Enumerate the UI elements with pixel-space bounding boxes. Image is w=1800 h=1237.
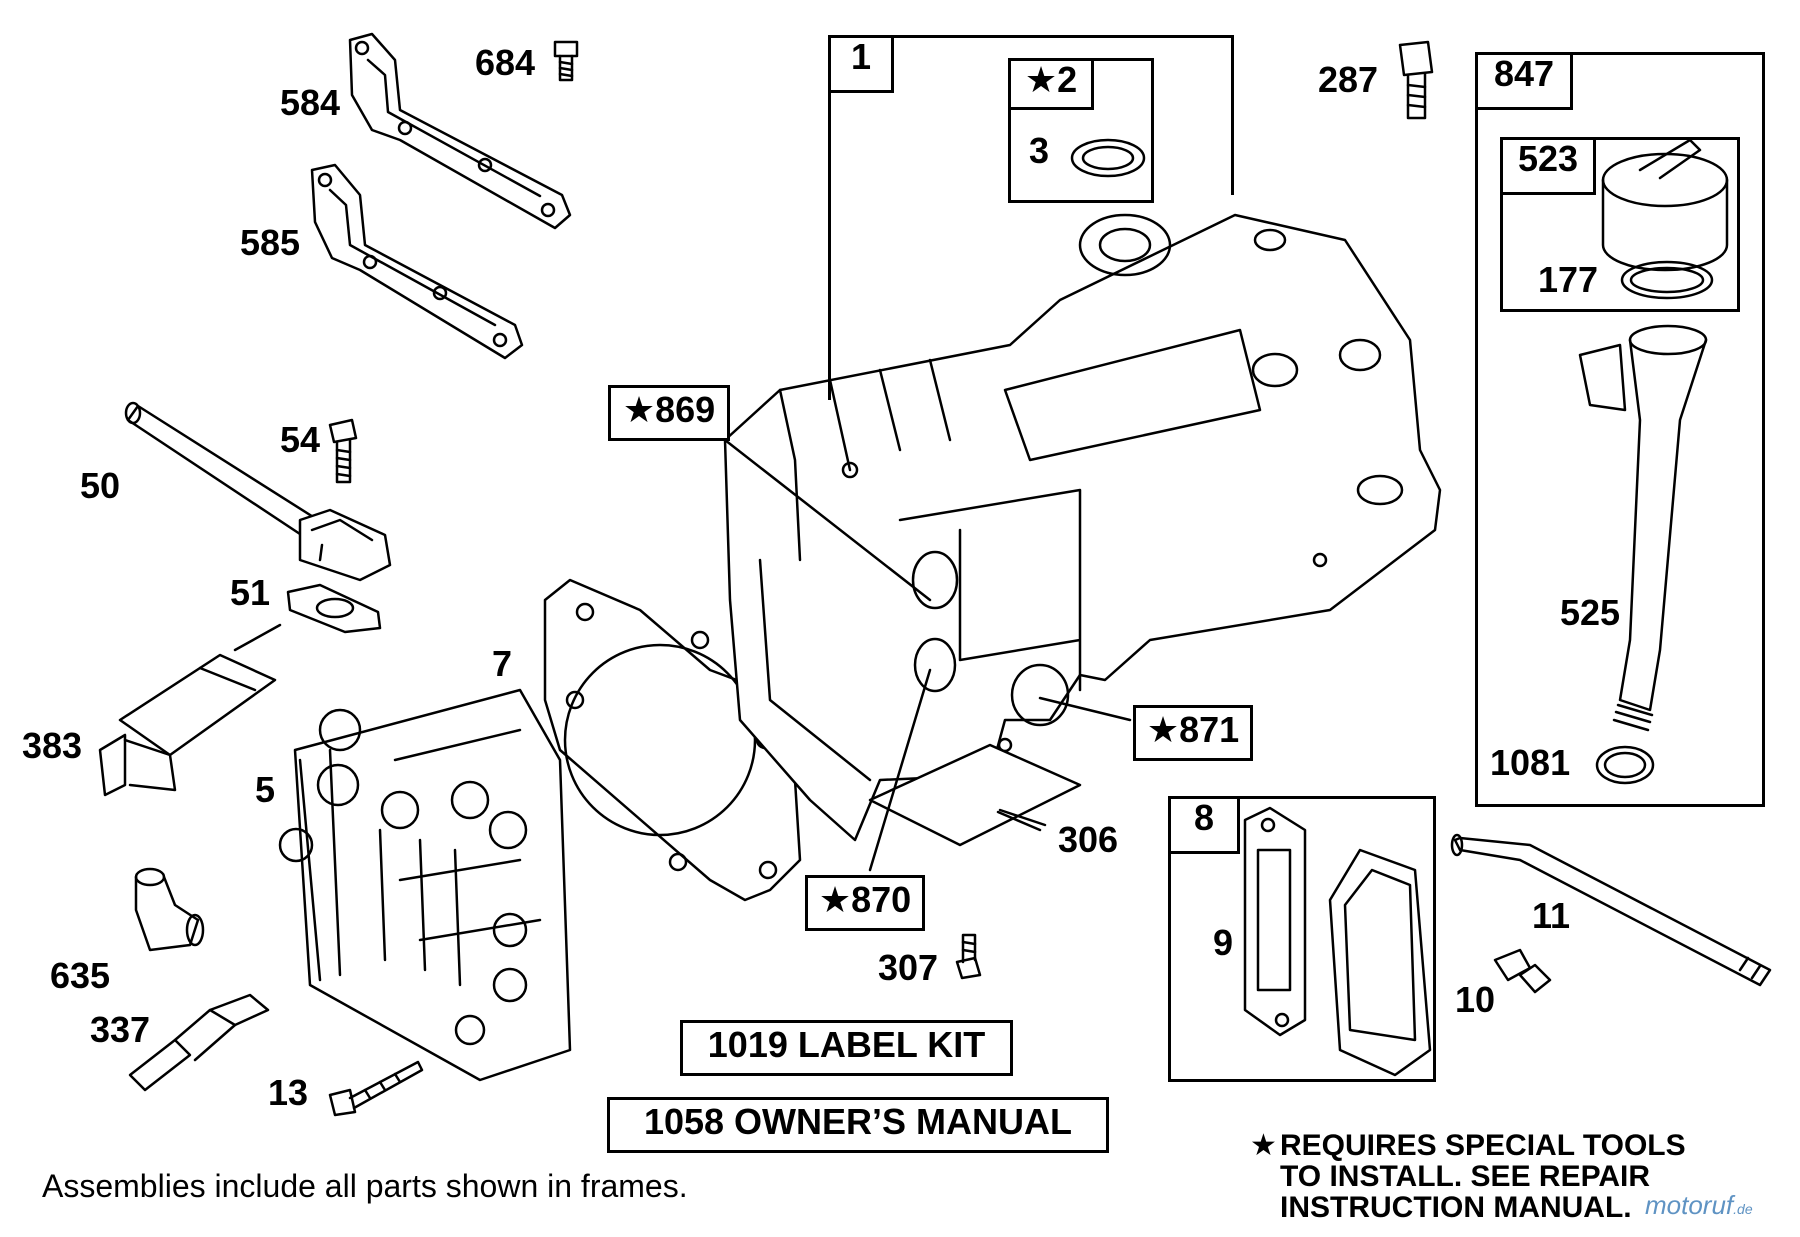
callout-585: 585 <box>240 222 301 263</box>
frame-tag-2: ★2 <box>1008 58 1094 110</box>
dipstick-cap-523-icon <box>1601 138 1729 272</box>
callout-584: 584 <box>280 82 341 123</box>
callout-177: 177 <box>1538 259 1599 300</box>
screw-307-icon <box>955 933 982 980</box>
callout-50: 50 <box>80 465 121 506</box>
frame-tag-1: 1 <box>828 35 894 93</box>
watermark-text: motoruf <box>1645 1190 1734 1220</box>
tube-50-icon <box>124 401 392 582</box>
bolt-54-icon <box>328 418 358 484</box>
dipstick-tube-525-icon <box>1578 324 1708 732</box>
callout-871: ★871 <box>1133 705 1253 761</box>
frame-tag-523: 523 <box>1500 137 1596 195</box>
callout-635: 635 <box>50 955 111 996</box>
frame-crankcase-assembly: 1 <box>828 35 1234 195</box>
callout-306: 306 <box>1058 819 1119 860</box>
gasket-585-icon <box>310 163 524 360</box>
frame-cap-assembly: 523 177 <box>1500 137 1740 312</box>
o-ring-177-icon <box>1620 260 1714 300</box>
label-306-icon <box>868 743 1082 847</box>
bolt-13-icon <box>328 1060 424 1117</box>
callout-13: 13 <box>268 1072 309 1113</box>
cylinder-head-5-icon <box>278 688 572 1082</box>
watermark-tld: .de <box>1733 1201 1753 1217</box>
special-tools-note-line-2: TO INSTALL. SEE REPAIR <box>1280 1160 1651 1193</box>
callout-287: 287 <box>1318 59 1379 100</box>
callout-10: 10 <box>1455 979 1496 1020</box>
gasket-51-icon <box>286 583 382 634</box>
callout-337: 337 <box>90 1009 151 1050</box>
leader-870 <box>868 668 932 872</box>
leader-871 <box>1038 696 1132 722</box>
callout-869: ★869 <box>608 385 730 441</box>
assemblies-footnote: Assemblies include all parts shown in fr… <box>42 1168 688 1204</box>
head-gasket-7-icon <box>543 578 802 902</box>
callout-3: 3 <box>1029 130 1050 171</box>
special-tools-note: ★ REQUIRES SPECIAL TOOLS TO INSTALL. SEE… <box>1250 1129 1686 1224</box>
callout-54: 54 <box>280 419 321 460</box>
frame-dipstick-assembly: 847 <box>1475 52 1765 807</box>
gasket-584-icon <box>348 32 572 230</box>
breather-gasket-9-icon <box>1243 806 1307 1037</box>
leader-869 <box>723 438 932 602</box>
breather-cover-8-icon <box>1328 848 1432 1077</box>
special-tools-note-line-3: INSTRUCTION MANUAL. <box>1280 1191 1632 1224</box>
bolt-287-icon <box>1398 40 1434 120</box>
frame-breather-assembly: 8 9 <box>1168 796 1436 1082</box>
frame-tag-8: 8 <box>1168 796 1240 854</box>
crankcase-icon <box>723 213 1442 842</box>
callout-684: 684 <box>475 42 536 83</box>
spark-plug-337-icon <box>128 993 270 1092</box>
callout-870: ★870 <box>805 875 925 931</box>
callout-7: 7 <box>492 643 513 684</box>
frame-tag-847: 847 <box>1475 52 1573 110</box>
callout-51: 51 <box>230 572 271 613</box>
callout-307: 307 <box>878 947 939 988</box>
washer-3-icon <box>1070 138 1146 178</box>
label-kit-box: 1019 LABEL KIT <box>680 1020 1013 1076</box>
callout-5: 5 <box>255 769 276 810</box>
owners-manual-box: 1058 OWNER’S MANUAL <box>607 1097 1109 1153</box>
watermark: motoruf.de <box>1645 1190 1753 1221</box>
solenoid-383-icon <box>98 623 282 797</box>
special-tools-star-icon: ★ <box>1250 1129 1277 1162</box>
callout-383: 383 <box>22 725 83 766</box>
callout-11: 11 <box>1532 895 1571 936</box>
callout-9: 9 <box>1213 922 1234 963</box>
o-ring-1081-icon <box>1595 745 1655 785</box>
callout-525: 525 <box>1560 592 1621 633</box>
elbow-fitting-635-icon <box>134 867 205 952</box>
frame-seal-assembly: ★2 3 <box>1008 58 1154 203</box>
leader-306 <box>996 810 1042 832</box>
special-tools-note-line-1: REQUIRES SPECIAL TOOLS <box>1280 1129 1686 1162</box>
bolt-684-icon <box>553 40 579 82</box>
fitting-10-icon <box>1493 948 1552 994</box>
frame-crankcase-left-edge <box>828 190 831 400</box>
tube-11-icon <box>1450 833 1772 987</box>
callout-1081: 1081 <box>1490 742 1571 783</box>
